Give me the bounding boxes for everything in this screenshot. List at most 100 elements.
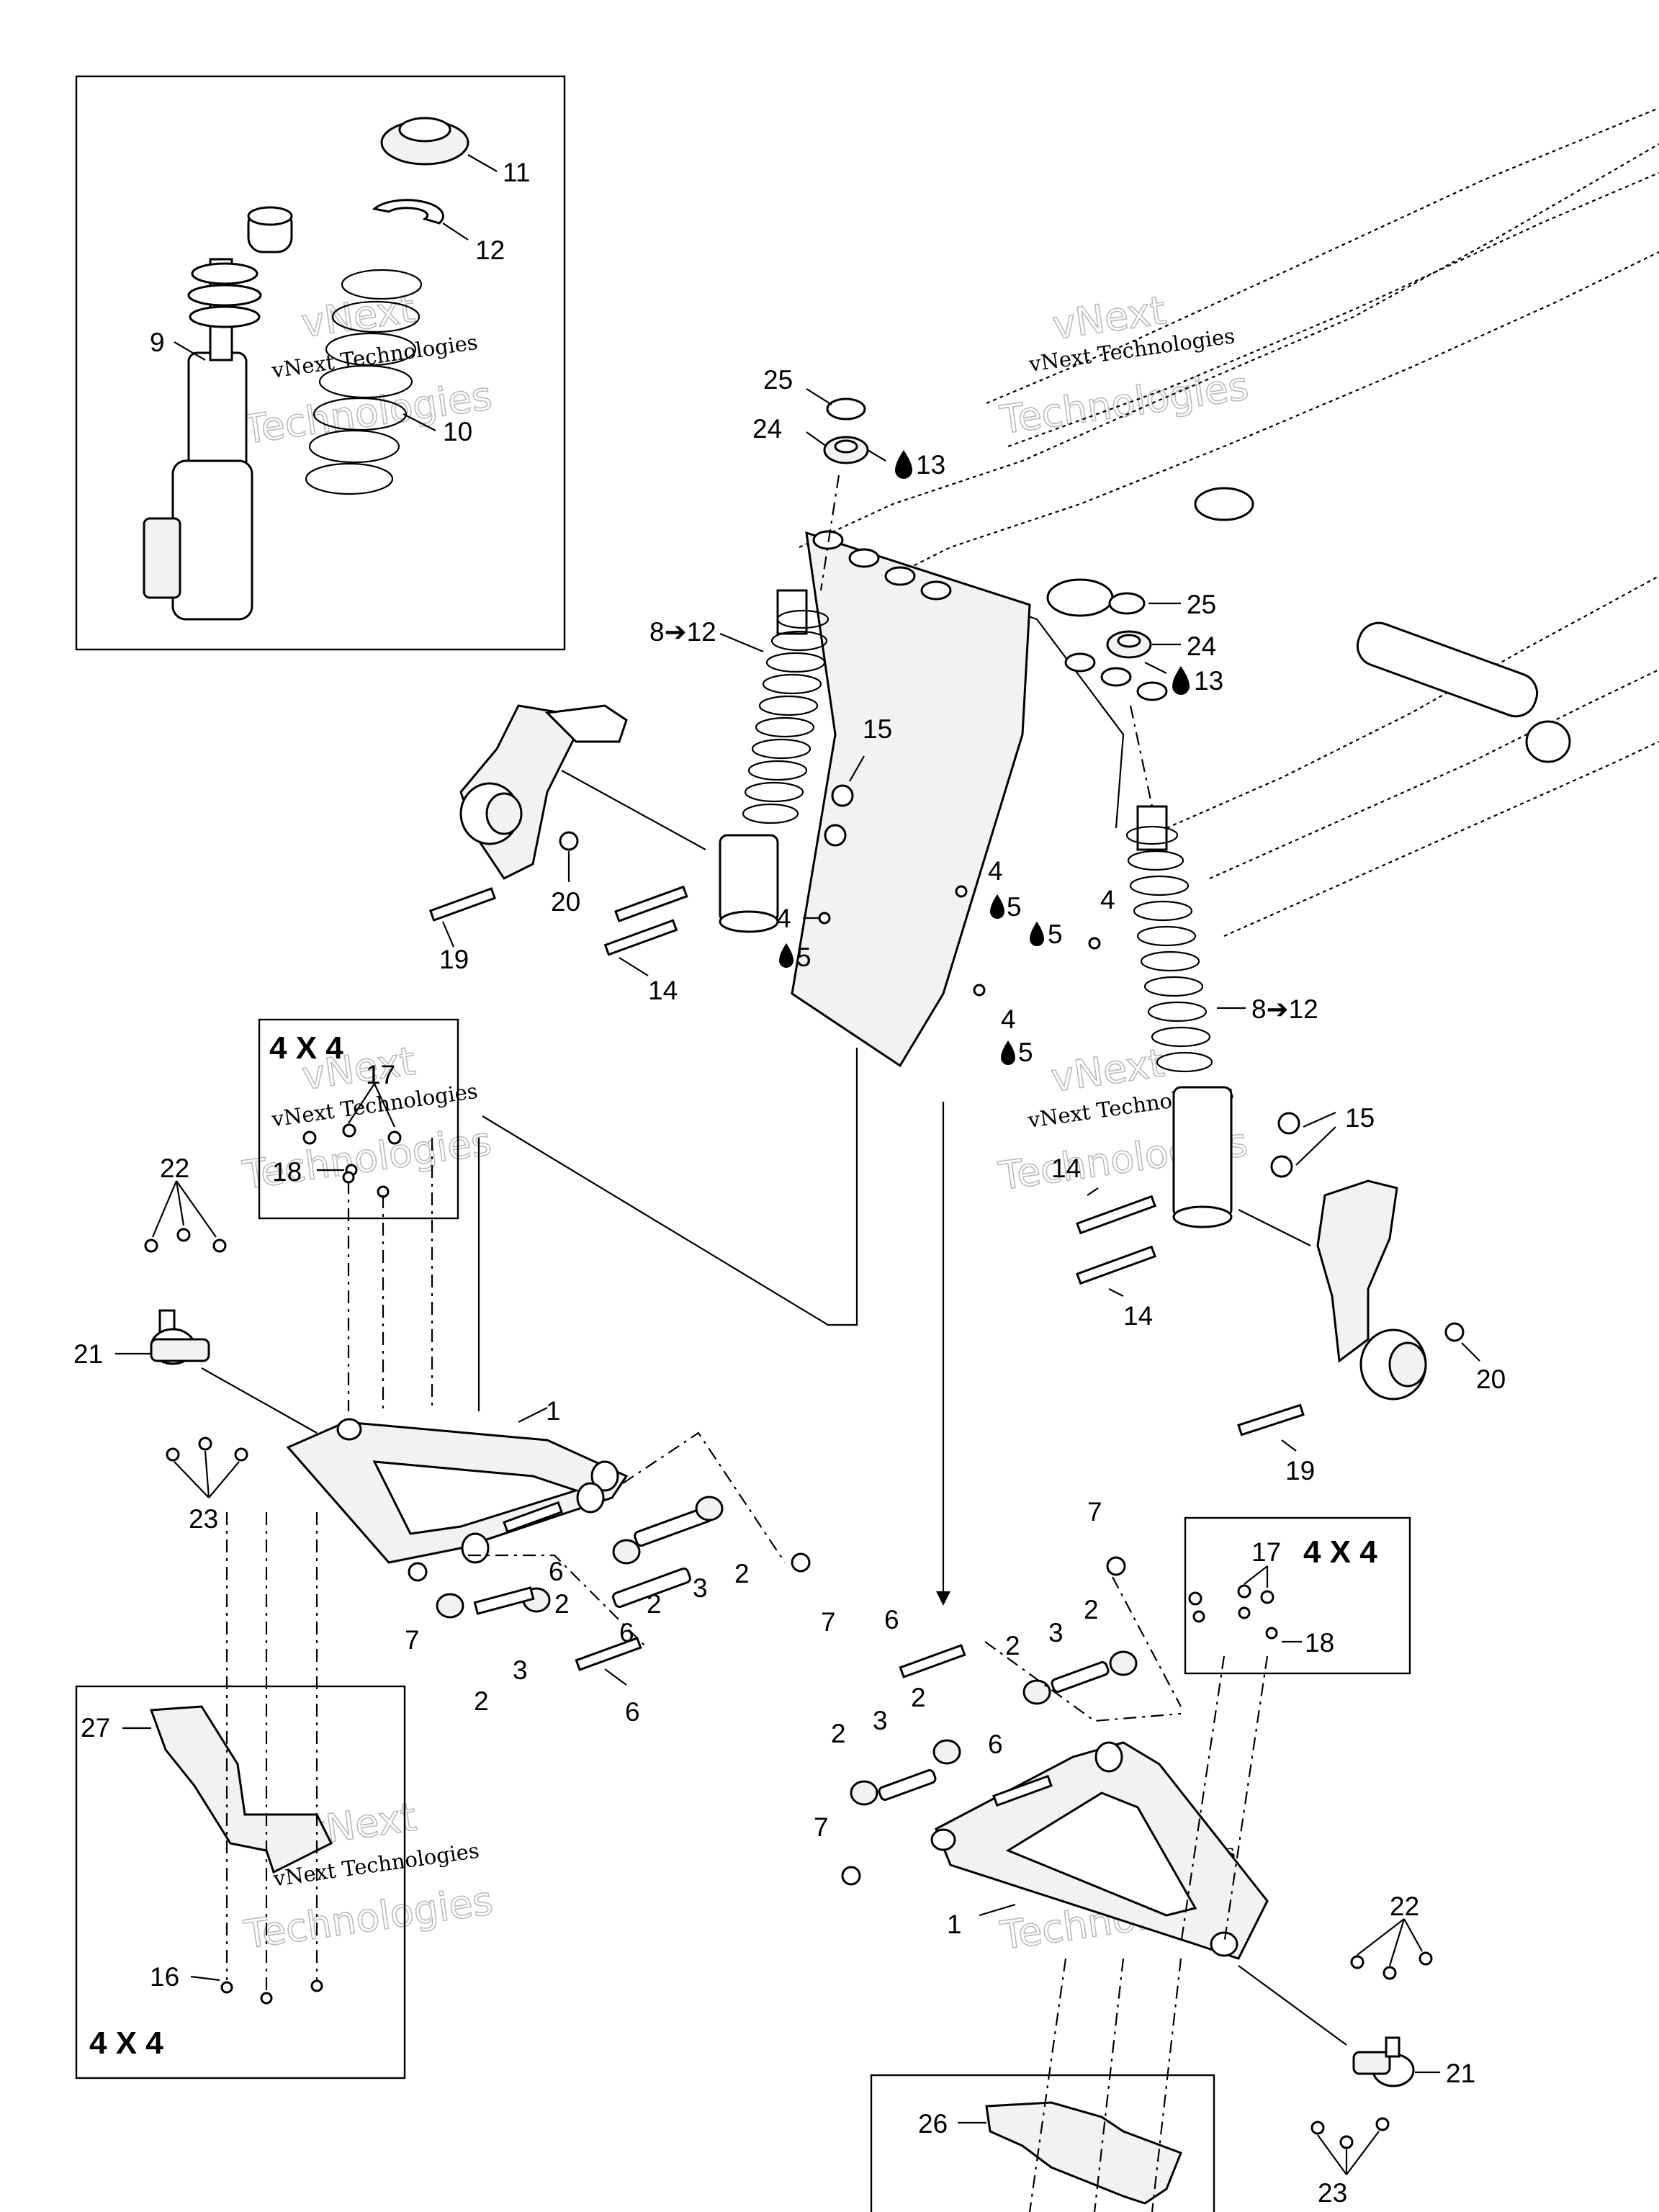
leader-11 bbox=[467, 154, 498, 172]
nut bbox=[791, 1552, 811, 1573]
callout-2: 2 bbox=[1005, 1631, 1020, 1660]
callout-1: 1 bbox=[546, 1396, 561, 1426]
nut bbox=[824, 824, 847, 847]
arrow-down-icon bbox=[936, 1591, 950, 1606]
callout-4: 4 bbox=[1001, 1004, 1016, 1034]
callout-6: 6 bbox=[625, 1697, 640, 1727]
circlip bbox=[1108, 592, 1146, 615]
leader-12 bbox=[442, 222, 469, 240]
bolt bbox=[603, 919, 678, 956]
callout-6: 6 bbox=[619, 1618, 634, 1647]
bolt bbox=[428, 887, 497, 922]
nut bbox=[1270, 1155, 1293, 1178]
four-by-four-inset-17-18 bbox=[258, 1018, 459, 1220]
callout-5: 5 bbox=[1018, 1038, 1033, 1067]
circlip bbox=[826, 397, 866, 421]
callout-20: 20 bbox=[1476, 1364, 1506, 1394]
bump-stop bbox=[191, 262, 258, 285]
front-subframe bbox=[791, 531, 1031, 1068]
four-by-four-inset-26 bbox=[870, 2074, 1215, 2212]
callout-2: 2 bbox=[647, 1589, 662, 1619]
callout-7: 7 bbox=[814, 1812, 829, 1842]
callout-3: 3 bbox=[873, 1706, 888, 1735]
bushing bbox=[850, 1780, 878, 1806]
callout-3: 3 bbox=[1048, 1618, 1064, 1647]
bushing bbox=[436, 1593, 464, 1619]
callout-22: 22 bbox=[1390, 1892, 1419, 1921]
leader-10 bbox=[403, 413, 436, 431]
watermark-top-right: vNext vNext Technologies Technologies bbox=[997, 287, 1252, 443]
coil-spring bbox=[305, 269, 423, 495]
leader-9 bbox=[174, 341, 206, 361]
callout-25: 25 bbox=[1187, 590, 1216, 619]
callout-2: 2 bbox=[911, 1683, 926, 1712]
ball-joint-left bbox=[150, 1309, 210, 1365]
lubricant-drop-icon bbox=[990, 894, 1004, 919]
lubricant-drop-icon bbox=[1030, 922, 1044, 946]
callout-21: 21 bbox=[1446, 2059, 1475, 2088]
bolt bbox=[992, 1774, 1053, 1807]
bolt bbox=[1237, 1403, 1305, 1437]
callout-13: 13 bbox=[1194, 666, 1223, 696]
callout-3: 3 bbox=[513, 1655, 528, 1685]
callout-5: 5 bbox=[1007, 892, 1022, 922]
callout-19: 19 bbox=[1285, 1456, 1315, 1485]
callout-27: 27 bbox=[81, 1713, 110, 1743]
nut bbox=[1106, 1556, 1126, 1576]
callout-24: 24 bbox=[1187, 631, 1216, 661]
bump-stop bbox=[189, 305, 261, 328]
callout-17: 17 bbox=[366, 1060, 395, 1089]
callout-2: 2 bbox=[831, 1719, 846, 1748]
skid-plate-26 bbox=[985, 2101, 1182, 2205]
lubricant-drop-icon bbox=[895, 450, 912, 479]
sleeve bbox=[612, 1567, 691, 1609]
bolt bbox=[899, 1644, 966, 1678]
callout-6: 6 bbox=[988, 1730, 1003, 1759]
callout-7: 7 bbox=[821, 1607, 836, 1637]
callout-23: 23 bbox=[189, 1504, 218, 1534]
bolt bbox=[503, 1501, 563, 1534]
callout-7: 7 bbox=[405, 1625, 420, 1655]
box-label: 4 X 4 bbox=[1303, 1534, 1377, 1570]
right-shock-assembly bbox=[1125, 805, 1233, 1228]
nut bbox=[831, 784, 854, 807]
callout-14: 14 bbox=[1051, 1154, 1081, 1183]
callout-4: 4 bbox=[1100, 885, 1115, 914]
watermark-bottom-left: vNext vNext Technologies Technologies bbox=[240, 1794, 496, 1959]
box-label: 4 X 4 bbox=[89, 2026, 163, 2061]
sleeve bbox=[473, 1586, 535, 1615]
watermark-mid-left: vNext vNext Technologies Technologies bbox=[239, 1038, 495, 1199]
callout-21: 21 bbox=[73, 1339, 103, 1369]
callout-18: 18 bbox=[272, 1157, 302, 1187]
callout-3: 3 bbox=[693, 1573, 708, 1603]
retainer-clip bbox=[372, 199, 444, 225]
lubricant-drop-icon bbox=[1172, 666, 1190, 695]
callout-20: 20 bbox=[551, 887, 580, 917]
bolt bbox=[614, 885, 688, 922]
callout-22: 22 bbox=[160, 1154, 189, 1183]
callout-18: 18 bbox=[1305, 1628, 1334, 1658]
callout-6: 6 bbox=[549, 1557, 564, 1586]
callout-4: 4 bbox=[988, 856, 1003, 886]
bushing bbox=[612, 1539, 641, 1565]
damper-lower-eye bbox=[171, 459, 253, 621]
callout-2: 2 bbox=[474, 1686, 489, 1716]
callout-14: 14 bbox=[648, 976, 678, 1005]
box-label: 4 X 4 bbox=[269, 1030, 343, 1066]
callout-2: 2 bbox=[734, 1559, 750, 1588]
callout-11: 11 bbox=[503, 158, 530, 187]
callout-4: 4 bbox=[776, 904, 791, 933]
four-by-four-inset-17-18 bbox=[1184, 1516, 1411, 1675]
sleeve bbox=[1051, 1661, 1110, 1693]
callout-16: 16 bbox=[150, 1962, 179, 1992]
lower-a-arm-left bbox=[286, 1418, 629, 1564]
callout-25: 25 bbox=[763, 365, 793, 395]
callout-15: 15 bbox=[1345, 1103, 1375, 1133]
callout-8-12: 8➔12 bbox=[649, 617, 716, 647]
callout-1: 1 bbox=[947, 1910, 962, 1939]
callout-23: 23 bbox=[1318, 2178, 1347, 2208]
callout-17: 17 bbox=[1251, 1537, 1281, 1567]
callout-2: 2 bbox=[554, 1589, 570, 1619]
watermark-line2: vNext Technologies bbox=[270, 330, 480, 383]
